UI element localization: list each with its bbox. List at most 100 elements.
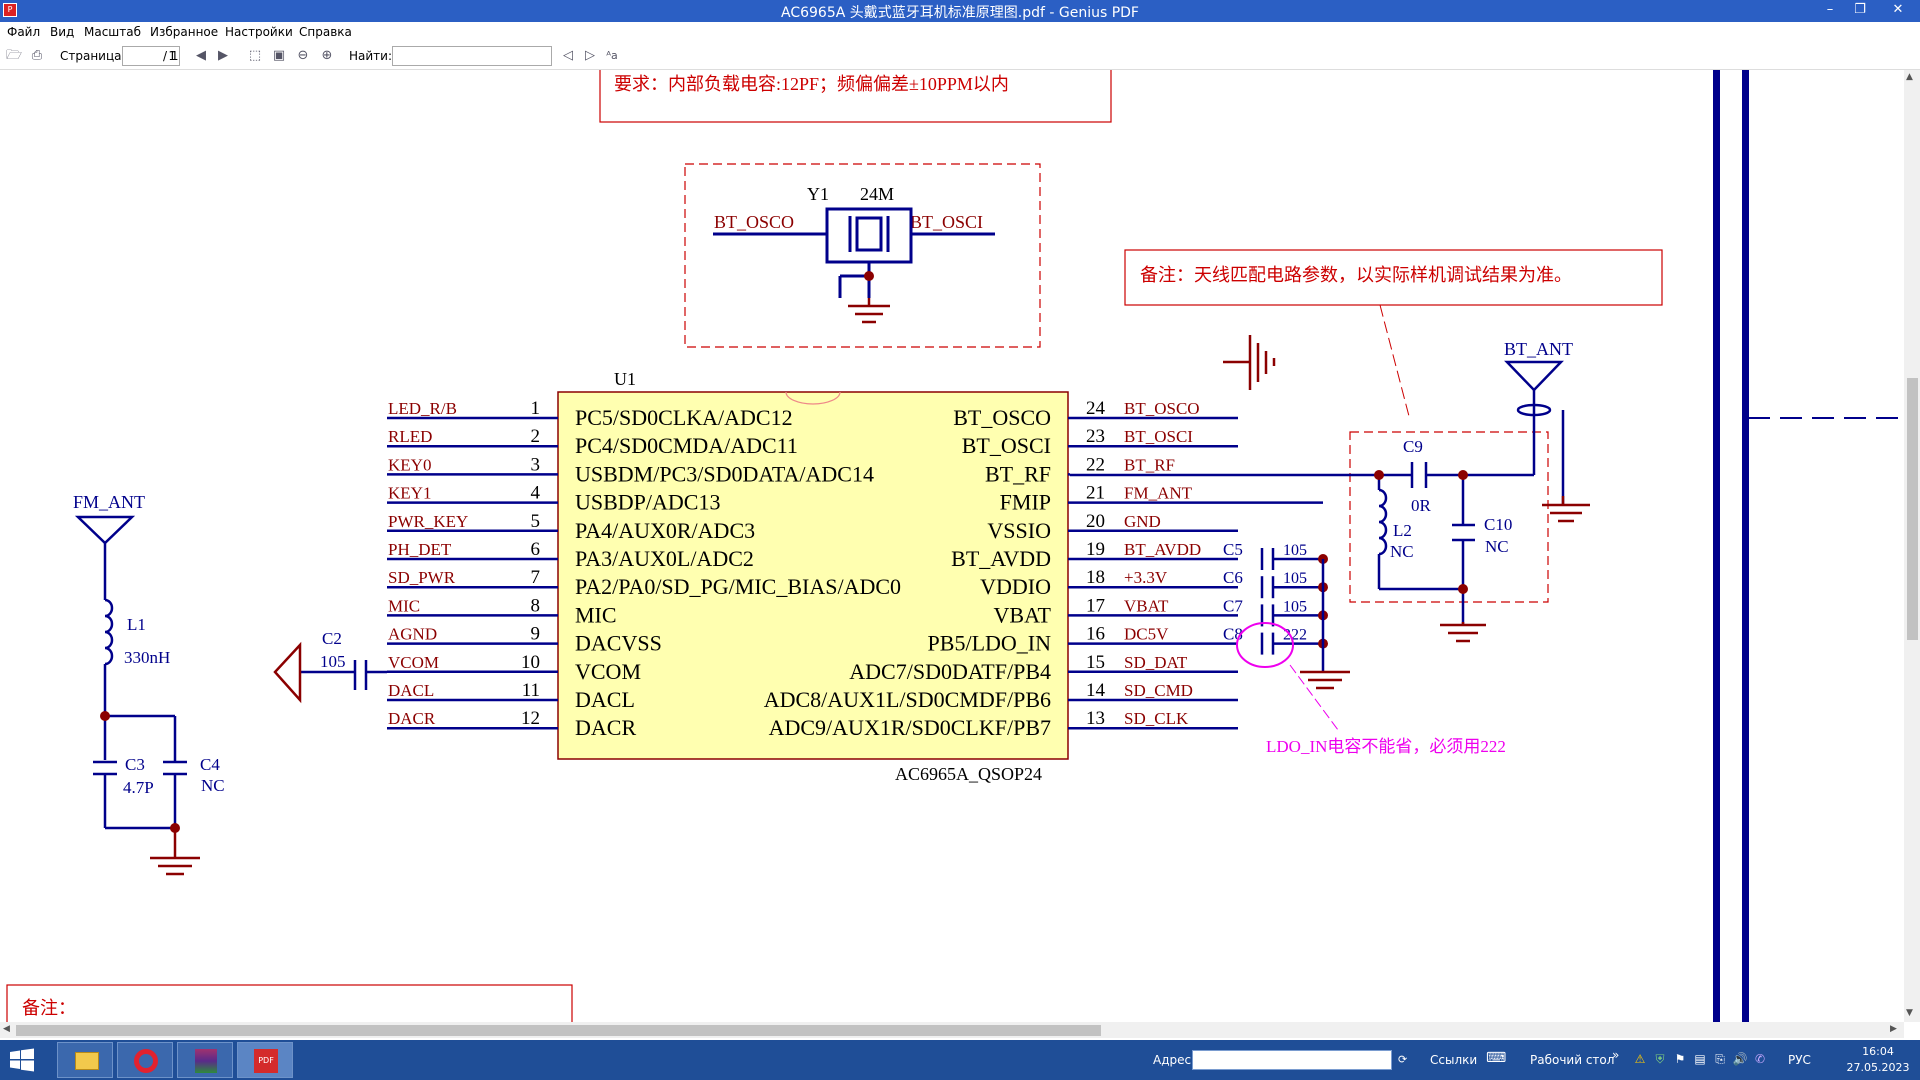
pin-number-left: 1 bbox=[531, 398, 541, 419]
pin-number-left: 6 bbox=[531, 539, 541, 560]
net-label-right: VBAT bbox=[1124, 596, 1169, 615]
menu-help[interactable]: Справка bbox=[299, 25, 352, 39]
crystal-region bbox=[684, 163, 1041, 348]
menu-view[interactable]: Вид bbox=[50, 25, 75, 39]
fit-width-icon[interactable]: ⬚ bbox=[248, 48, 262, 63]
l2-ref: L2 bbox=[1393, 521, 1412, 540]
clock-date: 27.05.2023 bbox=[1846, 1061, 1910, 1074]
crystal-note-box bbox=[599, 70, 1112, 123]
scroll-left-icon[interactable]: ◀ bbox=[3, 1024, 10, 1034]
toolbar-overflow-icon[interactable]: » bbox=[1612, 1048, 1620, 1062]
find-input[interactable] bbox=[392, 46, 552, 66]
pin-name-left: PA3/AUX0L/ADC2 bbox=[575, 546, 754, 571]
scroll-right-icon[interactable]: ▶ bbox=[1890, 1024, 1897, 1034]
pin-number-left: 7 bbox=[531, 567, 541, 588]
pin-number-left: 9 bbox=[531, 624, 541, 645]
antenna-note: 备注：天线匹配电路参数，以实际样机调试结果为准。 bbox=[1140, 265, 1572, 285]
vertical-scroll-thumb[interactable] bbox=[1907, 378, 1918, 640]
fit-page-icon[interactable]: ▣ bbox=[272, 48, 286, 63]
decap-value: 105 bbox=[1283, 542, 1307, 559]
app-icon[interactable]: P bbox=[3, 3, 17, 17]
close-button[interactable]: ✕ bbox=[1892, 2, 1904, 17]
pin-number-right: 23 bbox=[1086, 426, 1105, 447]
crystal-junction bbox=[864, 271, 874, 281]
sheet-frame-line-2 bbox=[1742, 70, 1749, 1022]
vertical-scrollbar[interactable]: ▲ ▼ bbox=[1904, 70, 1920, 1022]
horizontal-scrollbar[interactable]: ◀ ▶ bbox=[0, 1022, 1904, 1038]
net-label-right: GND bbox=[1124, 512, 1161, 531]
pin-name-left: PA2/PA0/SD_PG/MIC_BIAS/ADC0 bbox=[575, 574, 901, 599]
shield-tray-icon[interactable]: ⛨ bbox=[1655, 1052, 1665, 1066]
document-viewport[interactable]: 要求：内部负载电容:12PF；频偏偏差±10PPM以内 Y1 24M BT_OS… bbox=[0, 70, 1920, 1022]
horizontal-scroll-thumb[interactable] bbox=[16, 1025, 1101, 1036]
match-case-icon[interactable]: ᴬa bbox=[606, 49, 618, 62]
pin-name-right: BT_RF bbox=[985, 461, 1051, 486]
crystal-ground bbox=[848, 298, 890, 324]
language-indicator[interactable]: РУС bbox=[1788, 1053, 1811, 1067]
pin-name-right: BT_OSCI bbox=[962, 433, 1051, 458]
pin-name-right: BT_OSCO bbox=[953, 405, 1051, 430]
net-label-right: BT_RF bbox=[1124, 455, 1175, 474]
taskbar-opera-button[interactable] bbox=[117, 1042, 173, 1078]
taskbar: PDF Адрес ⟳ Ссылки ⌨ Рабочий стол » ⚠ ⛨ … bbox=[0, 1040, 1920, 1080]
net-label-left: AGND bbox=[388, 625, 437, 644]
windows-start-icon[interactable] bbox=[8, 1048, 36, 1072]
menu-settings[interactable]: Настройки bbox=[225, 25, 293, 39]
taskbar-pdf-button[interactable]: PDF bbox=[237, 1042, 293, 1078]
address-input[interactable] bbox=[1192, 1050, 1392, 1070]
window-title: AC6965A 头戴式蓝牙耳机标准原理图.pdf - Genius PDF bbox=[781, 5, 1139, 21]
folder-icon bbox=[75, 1052, 99, 1070]
decap-value: 105 bbox=[1283, 598, 1307, 615]
l2-value: NC bbox=[1390, 542, 1414, 561]
menu-file[interactable]: Файл bbox=[7, 25, 41, 39]
open-file-icon[interactable]: 🗁 bbox=[6, 48, 23, 63]
pin-name-right: PB5/LDO_IN bbox=[928, 631, 1052, 656]
zoom-in-icon[interactable]: ⊕ bbox=[321, 48, 333, 63]
crystal-right-net: BT_OSCI bbox=[910, 212, 983, 232]
opera-icon bbox=[134, 1049, 158, 1073]
net-label-right: SD_CMD bbox=[1124, 681, 1193, 700]
zoom-out-icon[interactable]: ⊖ bbox=[297, 48, 309, 63]
warning-tray-icon[interactable]: ⚠ bbox=[1634, 1052, 1646, 1066]
taskbar-winrar-button[interactable] bbox=[177, 1042, 233, 1078]
keyboard-icon[interactable]: ⌨ bbox=[1486, 1050, 1507, 1066]
decap-value: 105 bbox=[1283, 570, 1307, 587]
find-previous-icon[interactable]: ◁ bbox=[563, 48, 573, 63]
clock[interactable]: 16:04 27.05.2023 bbox=[1838, 1044, 1918, 1076]
archive-icon bbox=[195, 1049, 217, 1073]
devices-tray-icon[interactable]: ⎘ bbox=[1715, 1052, 1725, 1066]
ldo-note: LDO_IN电容不能省，必须用222 bbox=[1266, 737, 1506, 756]
minimize-button[interactable]: – bbox=[1826, 2, 1834, 17]
pin-name-left: DACVSS bbox=[575, 631, 662, 656]
desktop-toolbar[interactable]: Рабочий стол bbox=[1530, 1053, 1615, 1067]
find-next-icon[interactable]: ▷ bbox=[585, 48, 595, 63]
volume-tray-icon[interactable]: 🔊 bbox=[1732, 1052, 1748, 1066]
network-tray-icon[interactable]: ▤ bbox=[1694, 1052, 1706, 1066]
antenna-match-region bbox=[1349, 431, 1549, 603]
menu-favorites[interactable]: Избранное bbox=[150, 25, 219, 39]
fm-ground bbox=[150, 828, 200, 876]
sheet-frame-line-1 bbox=[1713, 70, 1720, 1022]
viber-tray-icon[interactable]: ✆ bbox=[1754, 1052, 1766, 1066]
pin-number-right: 15 bbox=[1086, 652, 1105, 673]
menu-zoom[interactable]: Масштаб bbox=[84, 25, 142, 39]
c4-ref: C4 bbox=[200, 755, 220, 774]
previous-page-icon[interactable]: ◀ bbox=[196, 48, 206, 63]
bottom-note: 备注： bbox=[22, 998, 76, 1018]
scroll-down-icon[interactable]: ▼ bbox=[1906, 1008, 1913, 1018]
next-page-icon[interactable]: ▶ bbox=[218, 48, 228, 63]
taskbar-explorer-button[interactable] bbox=[57, 1042, 113, 1078]
address-go-icon[interactable]: ⟳ bbox=[1398, 1053, 1408, 1066]
pin-name-left: USBDM/PC3/SD0DATA/ADC14 bbox=[575, 461, 874, 486]
fm-junction bbox=[100, 711, 110, 721]
flag-tray-icon[interactable]: ⚑ bbox=[1674, 1052, 1686, 1066]
pin-number-right: 18 bbox=[1086, 567, 1105, 588]
scroll-up-icon[interactable]: ▲ bbox=[1906, 72, 1913, 82]
restore-button[interactable]: ❐ bbox=[1854, 2, 1866, 17]
schematic-page: 要求：内部负载电容:12PF；频偏偏差±10PPM以内 Y1 24M BT_OS… bbox=[6, 70, 1904, 1022]
pin-name-left: PC4/SD0CMDA/ADC11 bbox=[575, 433, 798, 458]
print-icon[interactable]: ⎙ bbox=[31, 48, 43, 63]
vcom-ground-arrow bbox=[273, 641, 302, 704]
page-number-input[interactable] bbox=[122, 46, 180, 66]
links-toolbar[interactable]: Ссылки bbox=[1430, 1053, 1478, 1067]
